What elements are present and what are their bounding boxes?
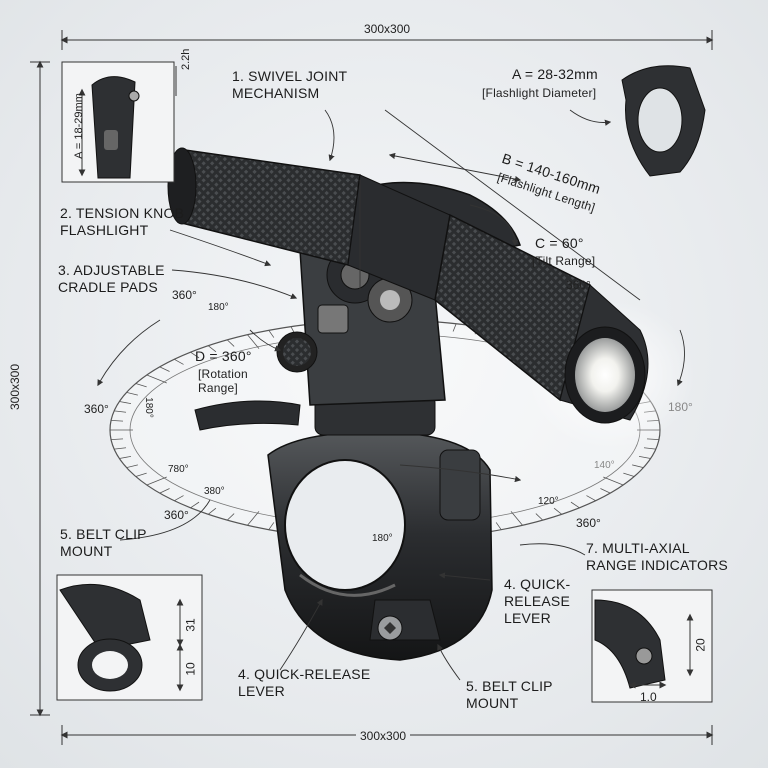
ring-tick (114, 410, 127, 413)
ring-tick (174, 495, 184, 502)
ring-tick (247, 334, 260, 349)
ring-tick (114, 447, 127, 450)
ring-label-180-bottom: 180° (372, 533, 393, 544)
spec-c-title: C = 60° (535, 235, 584, 251)
inset-tl-dim-label: 2.2h (180, 48, 192, 70)
callout-belt-clip-left: 5. BELT CLIP MOUNT (60, 526, 147, 559)
spec-a-title: A = 28-32mm (512, 66, 598, 82)
inset-tl-diameter-label: A = 18-29mm (72, 93, 85, 159)
inset-bottom-right-art (591, 589, 713, 703)
ring-tick (638, 456, 651, 459)
ring-label-360-top-left: 360° (172, 288, 197, 302)
callout-cradle-pads: 3. ADJUSTABLE CRADLE PADS (58, 262, 165, 295)
ring-tick (174, 358, 184, 365)
callout-range-indicators: 7. MULTI-AXIAL RANGE INDICATORS (586, 540, 728, 573)
inset-bottom-left-art (56, 574, 203, 701)
inset-bl-dim-top: 31 (183, 618, 198, 632)
ring-tick (111, 420, 124, 422)
ring-tick (119, 456, 132, 459)
ring-tick (159, 366, 170, 372)
callout-quick-release-bottom: 4. QUICK-RELEASE LEVER (238, 666, 371, 699)
ring-tick (135, 383, 147, 388)
ring-tick (126, 464, 138, 469)
ring-tick (603, 476, 624, 486)
top-dimension-label: 300x300 (364, 22, 411, 36)
bottom-dimension-label: 300x300 (356, 729, 411, 743)
ring-tick (226, 513, 235, 521)
spec-a-sub: [Flashlight Diameter] (482, 86, 597, 100)
inset-top-right-art (621, 65, 706, 177)
leader-lines (97, 109, 685, 681)
spec-d-title: D = 360° (195, 348, 252, 364)
ring-tick (207, 507, 217, 515)
ring-label-360-bottom-left: 360° (164, 508, 189, 522)
handlebar-clamp (267, 431, 493, 661)
ring-tick (586, 495, 596, 502)
ring-tick (495, 522, 502, 530)
callout-tension-knob: 2. TENSION KNOB FLASHLIGHT (60, 205, 185, 238)
ring-tick (632, 464, 644, 469)
ring-label-360-bottom-right: 360° (576, 516, 601, 530)
ring-tick (268, 330, 275, 338)
callout-belt-clip-bottom: 5. BELT CLIP MOUNT (466, 678, 553, 711)
ring-label-140: 140° (594, 460, 615, 471)
ring-tick (247, 511, 260, 526)
ring-tick (126, 391, 138, 396)
ring-tick (553, 507, 563, 515)
spec-c-sub: [Tilt Range] (532, 254, 596, 268)
ring-tick (146, 476, 167, 486)
callout-swivel-joint: 1. SWIVEL JOINT MECHANISM (232, 68, 348, 101)
ring-tick (159, 488, 170, 494)
inset-bl-dim-bottom: 10 (183, 662, 198, 676)
ring-label-180-top: 180° (208, 302, 229, 313)
ring-tick (146, 374, 167, 384)
ring-tick (111, 438, 124, 440)
inset-br-dim-vertical: 20 (693, 638, 708, 652)
ring-tick (190, 351, 200, 359)
ring-tick (268, 522, 275, 530)
ring-tick (226, 339, 235, 347)
ring-label-180-left: 180° (142, 397, 154, 418)
ring-label-780: 780° (168, 464, 189, 475)
ring-label-120: 120° (538, 496, 559, 507)
ring-tick (119, 401, 132, 404)
ring-tick (452, 323, 457, 332)
ring-tick (510, 511, 523, 526)
inset-top-left-art (61, 61, 177, 183)
flashlight (167, 147, 649, 424)
ring-label-180-right: 180° (668, 400, 693, 414)
ring-tick (535, 513, 544, 521)
ring-label-380: 380° (204, 486, 225, 497)
ring-label-360-right: 360° (566, 278, 591, 292)
ring-tick (207, 345, 217, 353)
ring-tick (570, 501, 580, 509)
inset-br-dim-horizontal: 1.0 (640, 690, 657, 704)
callout-quick-release-right: 4. QUICK- RELEASE LEVER (504, 576, 571, 626)
ring-tick (135, 472, 147, 477)
ring-tick (600, 488, 611, 494)
ring-label-360-left: 360° (84, 402, 109, 416)
left-dimension-label: 300x300 (8, 363, 23, 411)
ring-tick (190, 501, 200, 509)
ring-tick (623, 472, 635, 477)
ring-tick (643, 447, 656, 450)
spec-d-sub: [Rotation Range] (198, 367, 248, 395)
